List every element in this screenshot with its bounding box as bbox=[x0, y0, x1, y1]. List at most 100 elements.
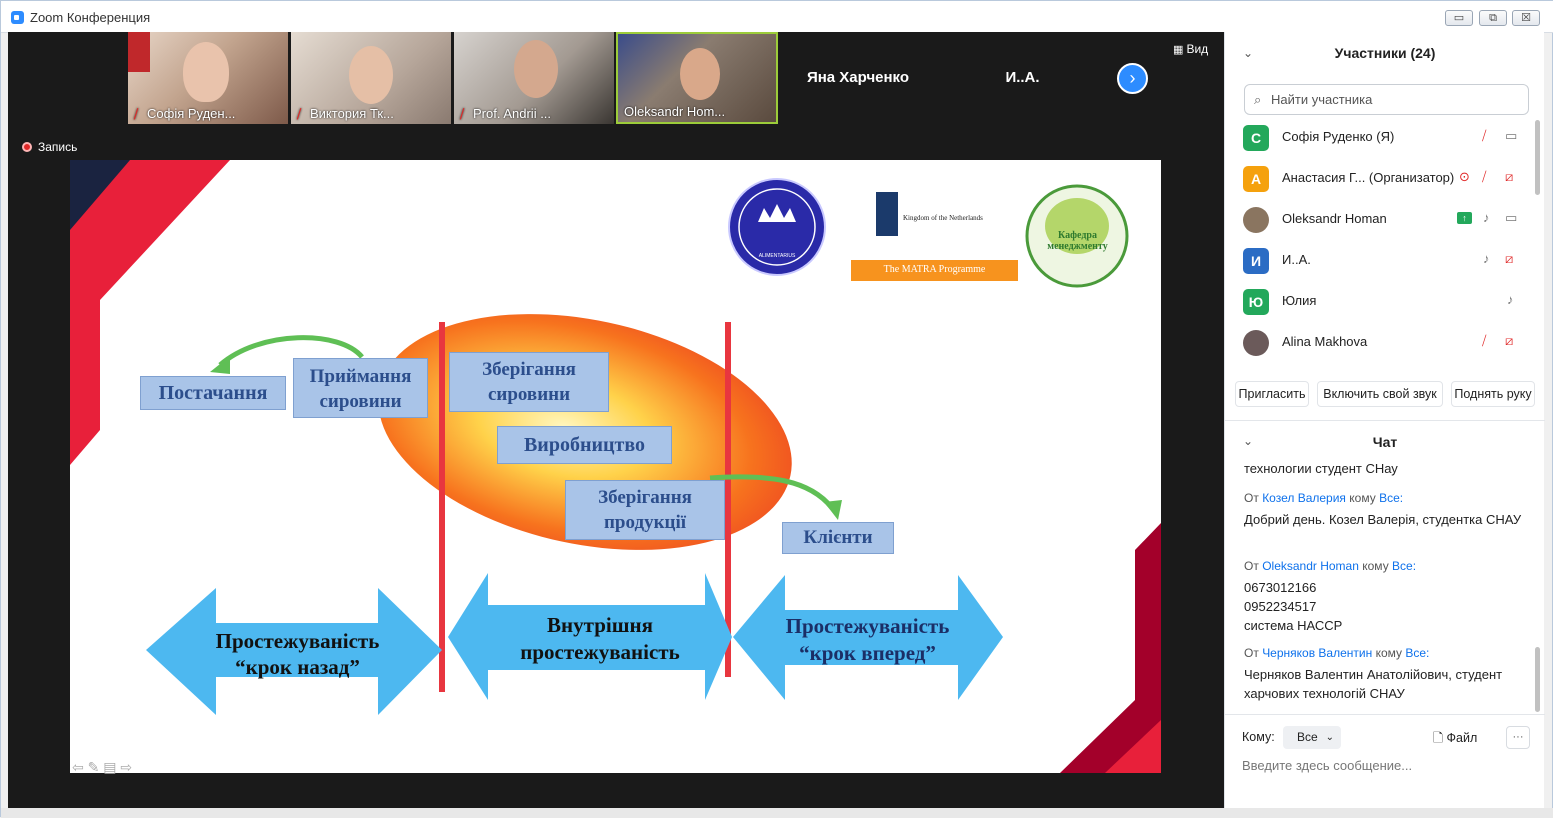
mic-icon[interactable]: ♪ bbox=[1483, 210, 1490, 225]
slide-graphics bbox=[70, 160, 1161, 773]
participant-row[interactable]: С Софія Руденко (Я) ⧸ ▭ bbox=[1225, 117, 1535, 158]
video-tile-name: ⧸Софія Руден... bbox=[134, 106, 236, 121]
slide-navigation-controls[interactable]: ⇦ ✎ ▤ ⇨ bbox=[72, 759, 133, 775]
flow-arrow-head bbox=[824, 500, 842, 520]
chat-message: От Черняков Валентин кому Все: Черняков … bbox=[1244, 646, 1503, 701]
muted-mic-icon: ⧸ bbox=[460, 107, 465, 121]
video-tile-name: ⧸Prof. Andrii ... bbox=[460, 106, 552, 121]
avatar bbox=[1243, 207, 1269, 233]
video-tile[interactable]: ⧸Prof. Andrii ... bbox=[454, 32, 614, 124]
mic-icon[interactable]: ♪ bbox=[1507, 292, 1514, 307]
name-only-tile[interactable]: И..А. bbox=[945, 32, 1100, 124]
meeting-main-area: ⧸Софія Руден... ⧸Виктория Тк... ⧸Prof. A… bbox=[8, 32, 1224, 808]
participant-row[interactable]: И И..А. ♪ ⧄ bbox=[1225, 240, 1535, 281]
minimize-button[interactable]: ▭ bbox=[1445, 10, 1473, 26]
divider bbox=[1225, 714, 1545, 715]
participant-row[interactable]: Alina Makhova ⧸ ⧄ bbox=[1225, 322, 1535, 363]
participant-face bbox=[349, 46, 393, 104]
more-options-button[interactable]: ··· bbox=[1506, 726, 1530, 749]
snau-logo-text: Кафедра менеджменту bbox=[1047, 230, 1108, 252]
chat-recipient-dropdown[interactable]: Все⌄ bbox=[1283, 726, 1341, 749]
muted-mic-icon[interactable]: ⧸ bbox=[1482, 128, 1487, 143]
name-only-tile[interactable]: Яна Харченко bbox=[783, 32, 933, 124]
participant-row[interactable]: Ю Юлия ♪ bbox=[1225, 281, 1535, 322]
chat-scrollbar[interactable] bbox=[1535, 647, 1540, 712]
participants-header: Участники (24) bbox=[1334, 45, 1436, 61]
video-off-icon[interactable]: ⧄ bbox=[1505, 333, 1514, 348]
collapse-chevron-icon[interactable]: ⌄ bbox=[1243, 46, 1254, 60]
trace-forward-label: Простежуваність“крок вперед” bbox=[785, 614, 950, 665]
collapse-chevron-icon[interactable]: ⌄ bbox=[1243, 434, 1254, 448]
video-camera-icon[interactable]: ▭ bbox=[1505, 128, 1518, 143]
netherlands-logo-text: Kingdom of the Netherlands bbox=[903, 214, 983, 222]
record-icon bbox=[22, 142, 32, 152]
muted-mic-icon[interactable]: ⧸ bbox=[1482, 333, 1487, 348]
recording-indicator[interactable]: Запись bbox=[22, 140, 77, 154]
grid-icon: ▦ bbox=[1173, 44, 1187, 56]
participant-search-input[interactable]: ⌕ Найти участника bbox=[1244, 84, 1529, 115]
chevron-down-icon: ⌄ bbox=[1325, 732, 1334, 743]
avatar: А bbox=[1243, 166, 1269, 192]
participant-name: Юлия bbox=[1282, 293, 1317, 308]
flow-arrow bbox=[218, 335, 364, 367]
video-off-icon[interactable]: ⧄ bbox=[1505, 169, 1514, 184]
side-panel: ⌄ Участники (24) ⌕ Найти участника С Соф… bbox=[1224, 32, 1545, 808]
production-box: Виробництво bbox=[497, 426, 672, 464]
title-bar: Zoom Конференция ▭ ⧉ ☒ bbox=[1, 1, 1553, 33]
file-button[interactable]: 🗋 Файл bbox=[1433, 731, 1478, 745]
matra-banner bbox=[851, 260, 1018, 281]
crown-icon bbox=[758, 204, 796, 222]
video-tile[interactable]: ⧸Виктория Тк... bbox=[291, 32, 451, 124]
invite-button[interactable]: Пригласить bbox=[1235, 381, 1309, 407]
trace-forward-arrow bbox=[733, 575, 1003, 700]
window-title: Zoom Конференция bbox=[30, 10, 151, 25]
avatar: С bbox=[1243, 125, 1269, 151]
divider-line bbox=[725, 322, 731, 677]
avatar: Ю bbox=[1243, 289, 1269, 315]
video-tile[interactable]: ⧸Софія Руден... bbox=[128, 32, 288, 124]
restore-button[interactable]: ⧉ bbox=[1479, 10, 1507, 26]
chat-message-input[interactable]: Введите здесь сообщение... bbox=[1242, 758, 1413, 773]
chat-header: Чат bbox=[1372, 434, 1398, 450]
muted-mic-icon: ⧸ bbox=[297, 107, 302, 121]
participant-face bbox=[680, 48, 720, 100]
video-off-icon[interactable]: ⧄ bbox=[1505, 251, 1514, 266]
unmute-self-button[interactable]: Включить свой звук bbox=[1317, 381, 1443, 407]
participant-row[interactable]: Oleksandr Homan ↑ ♪ ▭ bbox=[1225, 199, 1535, 240]
video-camera-icon[interactable]: ▭ bbox=[1505, 210, 1518, 225]
clients-box: Клієнти bbox=[782, 522, 894, 554]
close-button[interactable]: ☒ bbox=[1512, 10, 1540, 26]
matra-logo-text: The MATRA Programme bbox=[883, 264, 986, 275]
participant-name: И..А. bbox=[1282, 252, 1311, 267]
chat-message: От Oleksandr Homan кому Все: 0673012166 … bbox=[1244, 559, 1417, 633]
participant-name: Софія Руденко (Я) bbox=[1282, 129, 1395, 144]
flag-decoration bbox=[128, 32, 150, 72]
video-tile-name: ⧸Виктория Тк... bbox=[297, 106, 394, 121]
corner-decoration bbox=[1060, 523, 1161, 773]
avatar: И bbox=[1243, 248, 1269, 274]
alimentarius-logo bbox=[728, 178, 826, 276]
flow-arrow-head bbox=[210, 356, 230, 374]
search-icon: ⌕ bbox=[1254, 92, 1262, 107]
participant-row[interactable]: А Анастасия Г... (Организатор) ⊙ ⧸ ⧄ bbox=[1225, 158, 1535, 199]
mic-icon[interactable]: ♪ bbox=[1483, 251, 1490, 266]
participant-face bbox=[514, 40, 558, 98]
next-page-button[interactable]: › bbox=[1117, 63, 1148, 94]
video-tile-active-speaker[interactable]: Oleksandr Hom... bbox=[616, 32, 778, 124]
divider bbox=[1225, 420, 1545, 421]
view-button[interactable]: ▦ Вид bbox=[1173, 42, 1209, 56]
muted-mic-icon[interactable]: ⧸ bbox=[1482, 169, 1487, 184]
avatar bbox=[1243, 330, 1269, 356]
raise-hand-button[interactable]: Поднять руку bbox=[1451, 381, 1535, 407]
corner-decoration bbox=[1105, 720, 1161, 773]
participant-name: Анастасия Г... (Организатор) bbox=[1282, 170, 1455, 185]
trace-back-label: Простежуваність“крок назад” bbox=[215, 629, 380, 679]
video-tile-name: Oleksandr Hom... bbox=[624, 104, 726, 119]
participants-scrollbar[interactable] bbox=[1535, 120, 1540, 195]
internal-trace-arrow bbox=[448, 573, 732, 700]
